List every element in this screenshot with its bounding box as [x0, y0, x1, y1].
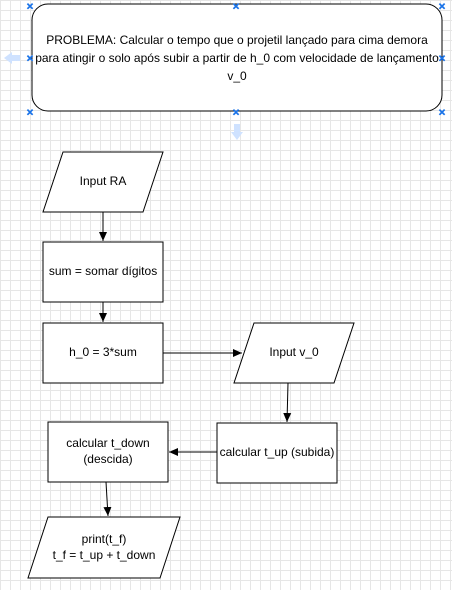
connectors[interactable] [99, 212, 292, 517]
handle-se: × [438, 108, 446, 118]
hint-arrow-left-icon [4, 52, 20, 64]
print-shape[interactable] [27, 516, 181, 579]
connect-hint-arrows[interactable] [4, 52, 243, 140]
input-ra-shape[interactable] [42, 151, 164, 213]
hint-arrow-down-icon [231, 124, 243, 140]
handle-e: × [438, 54, 446, 64]
handle-ne: × [438, 2, 446, 12]
handle-w: × [26, 54, 34, 64]
handle-sw: × [26, 108, 34, 118]
h0-shape[interactable] [42, 322, 164, 384]
t-up-shape[interactable] [216, 422, 338, 484]
sum-shape[interactable] [42, 241, 164, 303]
handle-nw: × [26, 2, 34, 12]
selection-handles[interactable]: × × × × × × × × [26, 2, 447, 119]
handle-s: × [232, 108, 240, 118]
input-v0-shape[interactable] [233, 322, 355, 384]
t-down-shape[interactable] [47, 421, 169, 483]
edge-t-down-to-print [103, 481, 112, 517]
problem-box[interactable] [31, 3, 443, 112]
edge-input-v0-to-t-up [283, 382, 292, 423]
handle-n: × [232, 2, 240, 12]
